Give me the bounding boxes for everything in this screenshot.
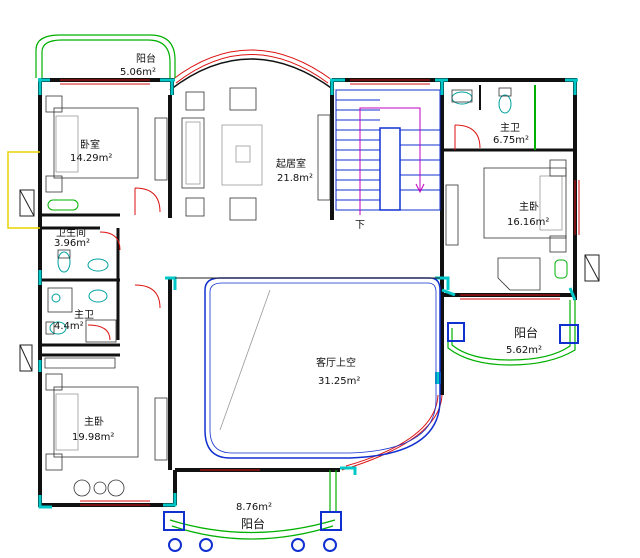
living-void [175,277,441,459]
balcony-bottom-area: 8.76m² [236,502,272,513]
master-bed-left-name: 主卧 [84,415,104,428]
bedroom-left-name: 卧室 [80,138,100,151]
balcony-right-outline [447,300,579,366]
room-labels: 阳台 5.06m² 卧室 14.29m² 起居室 21.8m² 主卫 6.75m… [54,52,549,531]
balcony-right-name: 阳台 [514,325,538,340]
bedroom-left-furniture [45,95,168,193]
living-void-name: 客厅上空 [316,356,356,369]
master-bath-left-name: 主卫 [74,309,94,321]
doors [87,124,481,341]
master-bath-right-name: 主卫 [500,122,520,134]
windows [60,79,580,506]
stair: 下 [335,89,441,231]
bath-fixtures [45,87,512,343]
master-bed-right-name: 主卧 [519,200,539,213]
interior-walls [40,85,575,357]
lounge-area: 21.8m² [277,173,313,184]
lounge-bay [169,49,335,91]
balcony-top-outline [35,34,176,78]
master-bath-left-area: 4.4m² [54,321,84,332]
left-window-bay [7,151,79,372]
stair-label: 下 [355,220,365,231]
lounge-furniture [181,87,331,221]
balcony-top-name: 阳台 [136,52,156,65]
balcony-right-area: 5.62m² [506,345,542,356]
lounge-name: 起居室 [276,157,306,170]
bathroom-name: 卫生间 [56,226,86,239]
bedroom-left-area: 14.29m² [70,153,112,164]
master-bath-right-area: 6.75m² [493,135,529,146]
master-bed-left-furniture [44,357,168,497]
master-bed-right-area: 16.16m² [507,217,549,228]
living-void-area: 31.25m² [318,376,360,387]
bathroom-area: 3.96m² [54,238,90,249]
balcony-bottom-name: 阳台 [241,516,265,531]
columns [38,78,578,509]
balcony-bottom-outline [163,470,342,552]
master-bed-right-furniture [445,159,600,291]
balcony-top-area: 5.06m² [120,67,156,78]
master-bed-left-area: 19.98m² [72,432,114,443]
